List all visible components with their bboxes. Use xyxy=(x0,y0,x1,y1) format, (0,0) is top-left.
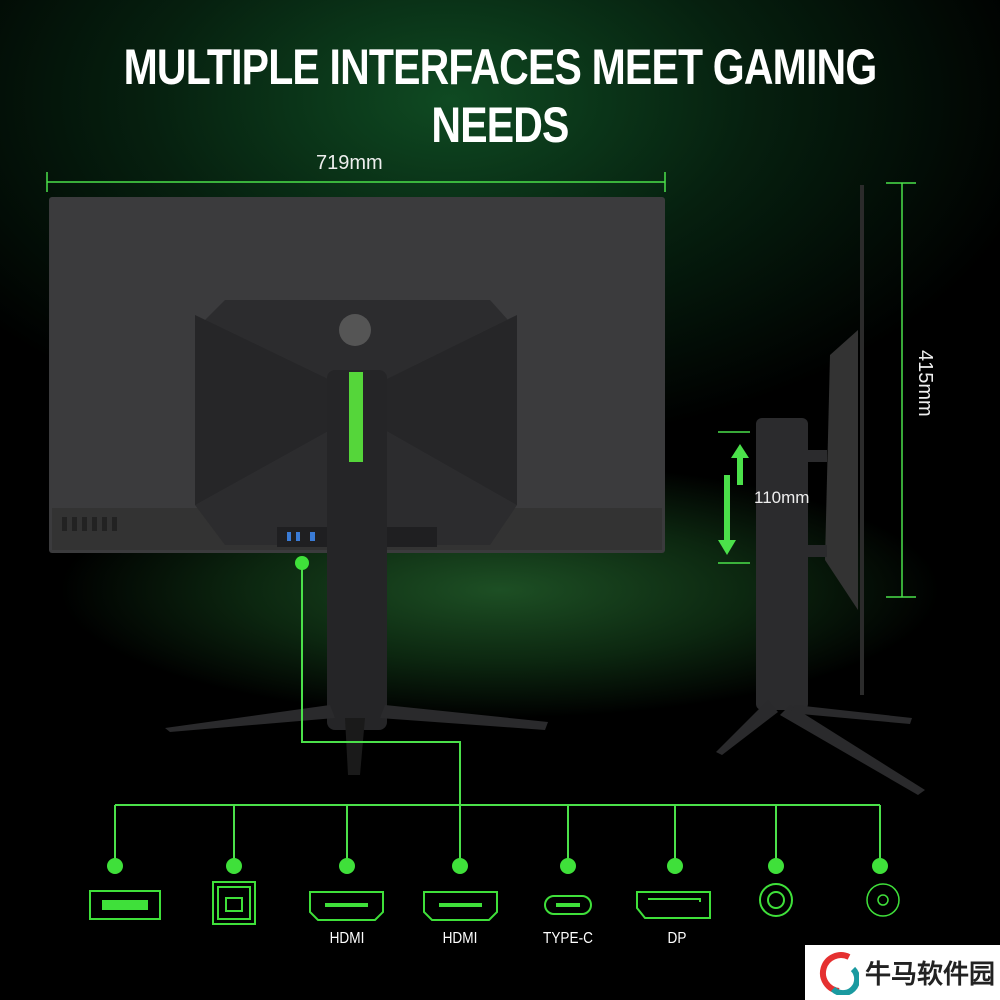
usb-a-icon xyxy=(89,890,161,920)
port-label-dp: DP xyxy=(667,930,687,947)
monitor-stand xyxy=(165,370,548,775)
height-dimension-line xyxy=(886,182,916,598)
hdmi-icon xyxy=(423,891,498,921)
usb-b-icon xyxy=(212,881,256,925)
port-label-type-c: TYPE-C xyxy=(543,930,593,947)
port-label-hdmi-2: HDMI xyxy=(442,930,478,947)
height-adjust-label: 110mm xyxy=(754,488,810,507)
hdmi-icon xyxy=(309,891,384,921)
port-connector-lines xyxy=(114,563,881,866)
height-label: 415mm xyxy=(914,350,936,417)
displayport-icon xyxy=(636,891,711,919)
usb-c-icon xyxy=(544,895,592,915)
height-adjust-arrows xyxy=(718,431,750,564)
audio-jack-icon xyxy=(759,883,793,917)
width-dimension-line xyxy=(46,172,666,192)
page-title: MULTIPLE INTERFACES MEET GAMING NEEDS xyxy=(123,39,878,153)
width-label: 719mm xyxy=(316,152,383,174)
watermark-logo-icon xyxy=(820,951,859,995)
dc-power-icon xyxy=(866,883,900,917)
port-dots xyxy=(107,556,888,874)
watermark-text: 牛马软件园 xyxy=(865,959,996,989)
watermark-logo: 牛马软件园 xyxy=(805,945,1000,1000)
port-label-hdmi-1: HDMI xyxy=(329,930,365,947)
monitor-side xyxy=(716,185,925,795)
